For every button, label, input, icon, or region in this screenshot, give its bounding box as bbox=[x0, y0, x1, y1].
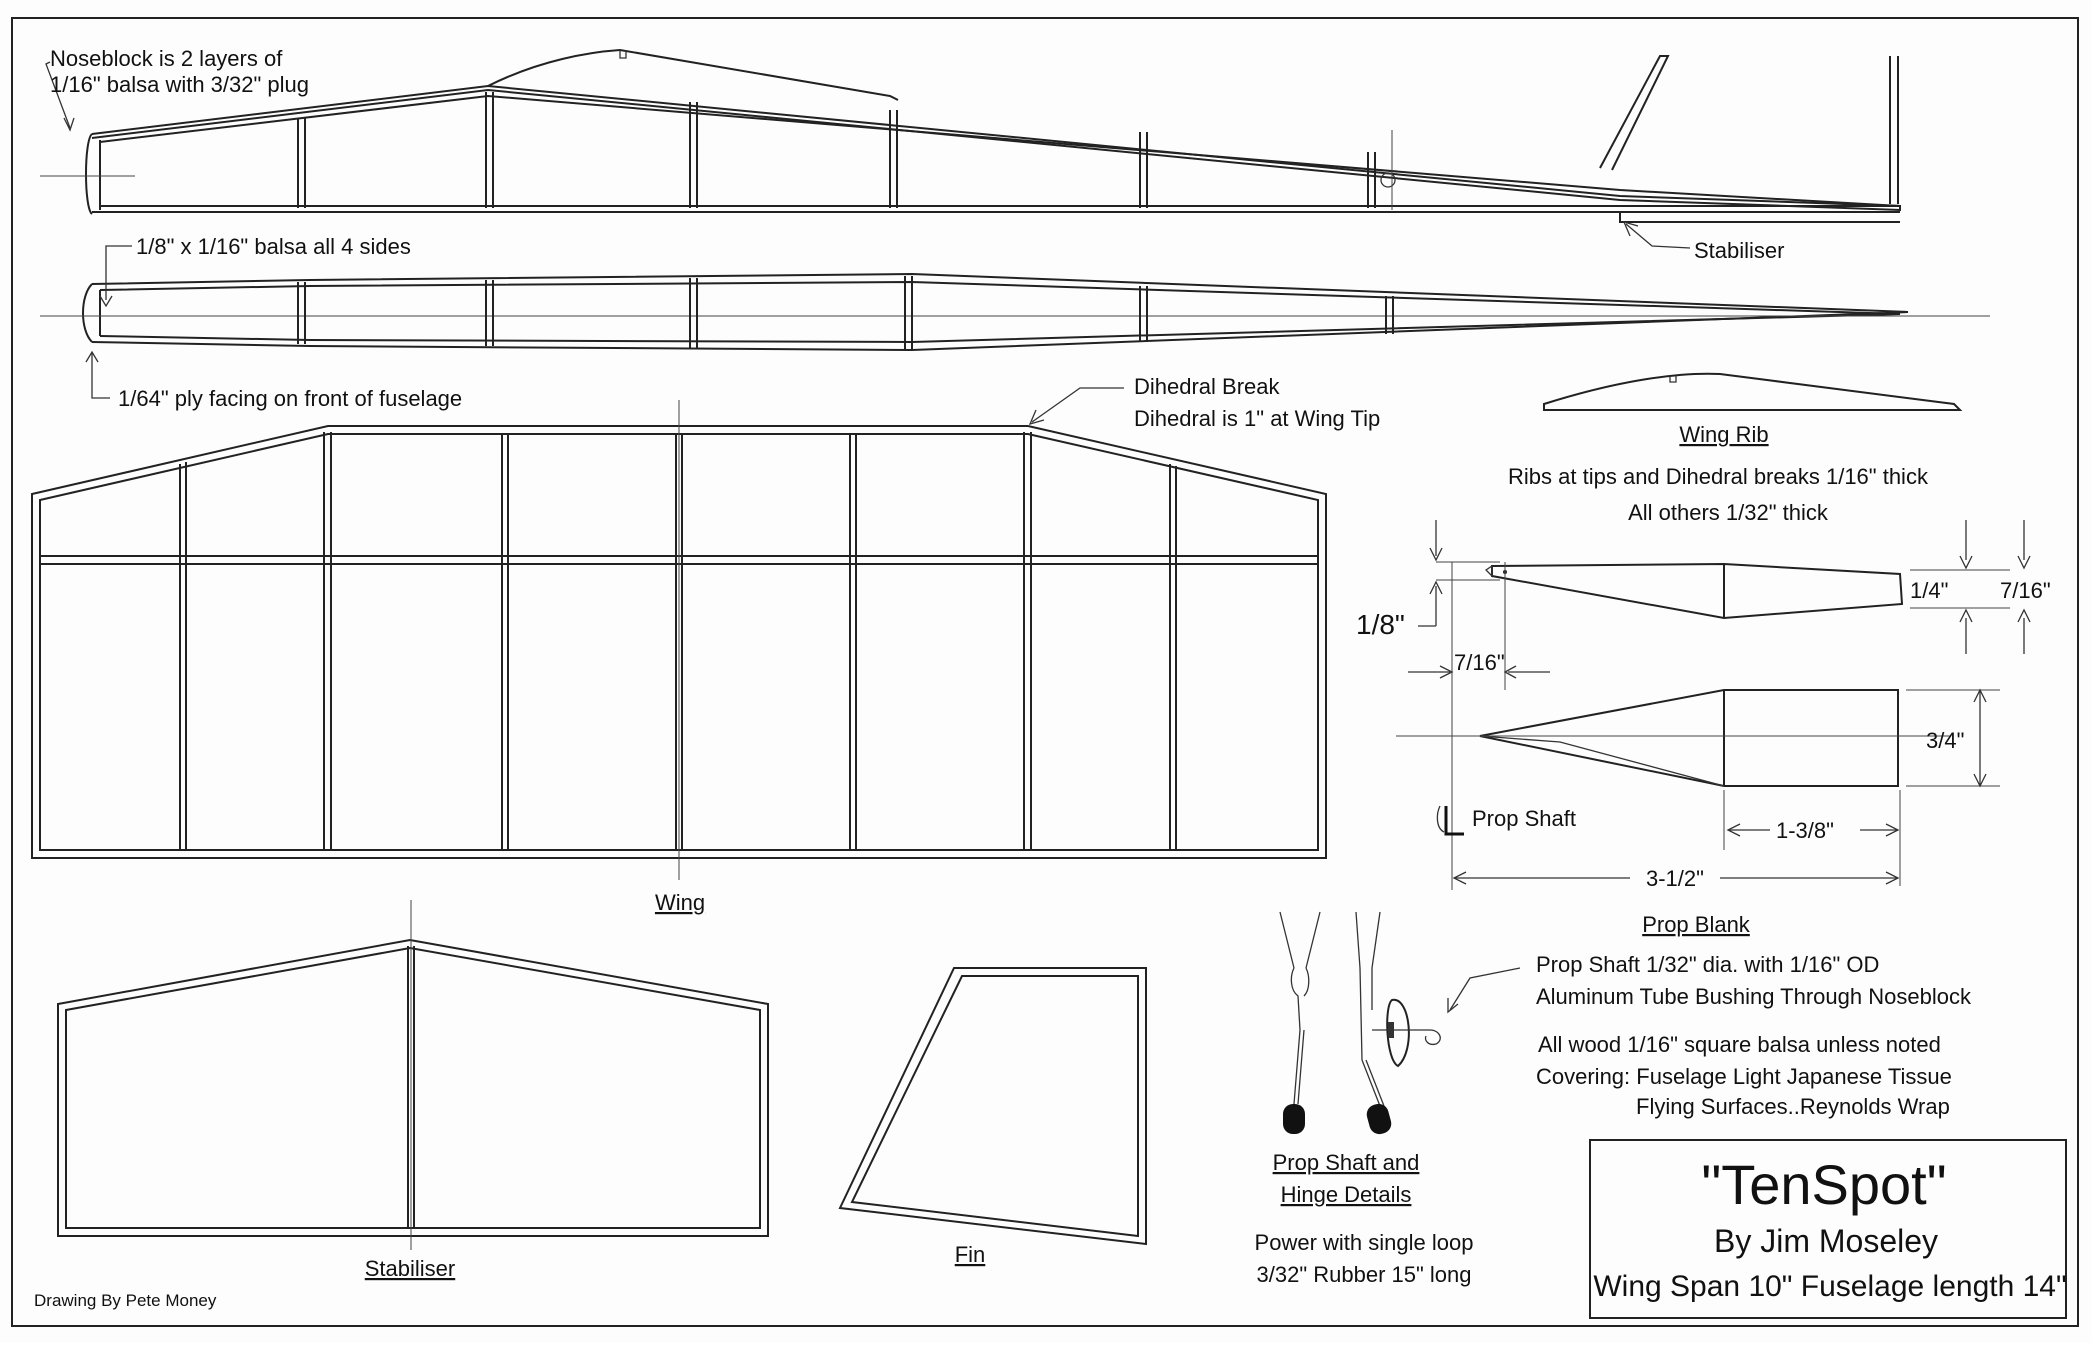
stabiliser-note-label: Stabiliser bbox=[1694, 238, 1784, 263]
noseblock-label-1: Noseblock is 2 layers of bbox=[50, 46, 283, 71]
power-note-2: 3/32" Rubber 15" long bbox=[1257, 1262, 1472, 1287]
rubber-weight-right bbox=[1366, 1103, 1392, 1135]
covering-note-2: Flying Surfaces..Reynolds Wrap bbox=[1636, 1094, 1950, 1119]
ply-facing-label: 1/64" ply facing on front of fuselage bbox=[118, 386, 462, 411]
prop-shaft-label: Prop Shaft bbox=[1472, 806, 1576, 831]
fin-title: Fin bbox=[955, 1242, 986, 1267]
rubber-weight-left bbox=[1283, 1104, 1305, 1134]
plan-title: "TenSpot" bbox=[1701, 1153, 1946, 1216]
wing-rib-title: Wing Rib bbox=[1679, 422, 1768, 447]
dihedral-tip-label: Dihedral is 1" at Wing Tip bbox=[1134, 406, 1380, 431]
title-block bbox=[1589, 1139, 2067, 1319]
prop-shaft-note-1: Prop Shaft 1/32" dia. with 1/16" OD bbox=[1536, 952, 1879, 977]
covering-note-1: Covering: Fuselage Light Japanese Tissue bbox=[1536, 1064, 1952, 1089]
dim-1-3-8: 1-3/8" bbox=[1776, 818, 1834, 843]
hinge-title-1: Prop Shaft and bbox=[1273, 1150, 1420, 1175]
hinge-details-view bbox=[1279, 911, 1521, 1135]
dim-7-16-right: 7/16" bbox=[2000, 578, 2051, 603]
dihedral-break-label: Dihedral Break bbox=[1134, 374, 1281, 399]
wing-title: Wing bbox=[655, 890, 705, 915]
dim-7-16-left: 7/16" bbox=[1454, 650, 1505, 675]
dim-1-8: 1/8" bbox=[1356, 609, 1405, 640]
plan-specs: Wing Span 10" Fuselage length 14" bbox=[1593, 1270, 2066, 1303]
stabiliser-view bbox=[57, 900, 769, 1250]
dim-1-4: 1/4" bbox=[1910, 578, 1948, 603]
fin-view bbox=[838, 967, 1147, 1246]
wood-note: All wood 1/16" square balsa unless noted bbox=[1538, 1032, 1941, 1057]
drawing-credit: Drawing By Pete Money bbox=[34, 1291, 217, 1310]
fuselage-top-view bbox=[40, 272, 1990, 352]
ribs-note-2: All others 1/32" thick bbox=[1628, 500, 1829, 525]
wing-rib-view bbox=[1543, 372, 1963, 411]
prop-blank-view bbox=[1396, 520, 2031, 890]
prop-blank-title: Prop Blank bbox=[1642, 912, 1751, 937]
stabiliser-title: Stabiliser bbox=[365, 1256, 455, 1281]
power-note-1: Power with single loop bbox=[1255, 1230, 1474, 1255]
prop-shaft-note-2: Aluminum Tube Bushing Through Noseblock bbox=[1536, 984, 1972, 1009]
dim-3-1-2: 3-1/2" bbox=[1646, 866, 1704, 891]
ribs-note-1: Ribs at tips and Dihedral breaks 1/16" t… bbox=[1508, 464, 1929, 489]
sheet-border bbox=[11, 17, 2079, 1327]
wing-view bbox=[31, 387, 1327, 880]
dim-3-4: 3/4" bbox=[1926, 728, 1964, 753]
noseblock-label-2: 1/16" balsa with 3/32" plug bbox=[50, 72, 309, 97]
fuselage-leaders bbox=[45, 61, 1691, 399]
fuselage-side-view bbox=[40, 48, 1901, 223]
balsa-sides-label: 1/8" x 1/16" balsa all 4 sides bbox=[136, 234, 411, 259]
hinge-title-2: Hinge Details bbox=[1281, 1182, 1412, 1207]
plan-author: By Jim Moseley bbox=[1714, 1223, 1938, 1259]
